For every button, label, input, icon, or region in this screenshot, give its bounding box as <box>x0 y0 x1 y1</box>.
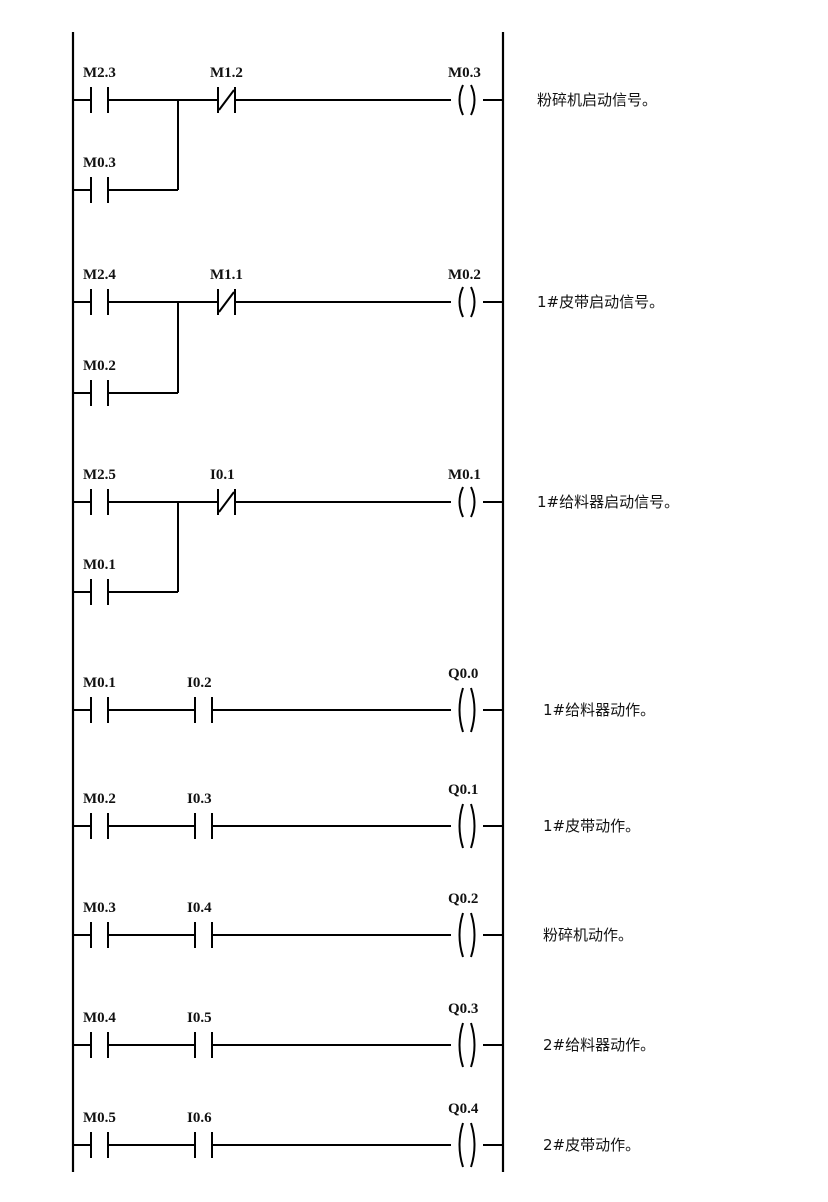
no-contact <box>90 813 109 839</box>
output-coil <box>458 803 476 849</box>
no-contact <box>194 697 213 723</box>
branch-contact <box>90 177 109 203</box>
contact-label: I0.5 <box>187 1010 212 1026</box>
no-contact <box>90 289 109 315</box>
coil-label: Q0.2 <box>448 891 478 907</box>
output-coil <box>458 486 476 518</box>
rung: M0.4 I0.5 Q0.3 2#给料器动作。 <box>73 1001 655 1068</box>
coil-left-arc <box>458 1022 464 1068</box>
contact-nc-slash <box>218 291 235 313</box>
coil-right-arc <box>470 1022 476 1068</box>
no-contact <box>194 813 213 839</box>
output-coil <box>458 912 476 958</box>
no-contact <box>194 922 213 948</box>
branch-contact <box>90 579 109 605</box>
contact-label: M1.2 <box>210 65 243 81</box>
output-coil <box>458 1122 476 1168</box>
rung: M0.3 I0.4 Q0.2 粉碎机动作。 <box>73 891 633 958</box>
coil-left-arc <box>458 486 464 518</box>
contact-label: M2.5 <box>83 467 116 483</box>
coil-right-arc <box>470 84 476 116</box>
contact-label: I0.1 <box>210 467 235 483</box>
rung-comment: 1#皮带动作。 <box>543 817 640 835</box>
nc-contact <box>217 289 236 315</box>
contact-label: I0.4 <box>187 900 212 916</box>
nc-contact <box>217 489 236 515</box>
output-coil <box>458 687 476 733</box>
coil-label: Q0.4 <box>448 1101 479 1117</box>
no-contact <box>90 1032 109 1058</box>
contact-label: I0.3 <box>187 791 212 807</box>
coil-left-arc <box>458 286 464 318</box>
contact-label: M0.4 <box>83 1010 116 1026</box>
rung-comment: 2#皮带动作。 <box>543 1136 640 1154</box>
rung-comment: 粉碎机动作。 <box>543 926 633 944</box>
coil-right-arc <box>470 912 476 958</box>
no-contact <box>90 922 109 948</box>
coil-label: M0.2 <box>448 267 481 283</box>
coil-label: M0.1 <box>448 467 481 483</box>
coil-right-arc <box>470 286 476 318</box>
branch-contact <box>90 380 109 406</box>
output-coil <box>458 84 476 116</box>
coil-left-arc <box>458 1122 464 1168</box>
no-contact <box>194 1132 213 1158</box>
rung-comment: 1#皮带启动信号。 <box>537 293 664 311</box>
nc-contact <box>217 87 236 113</box>
contact-label: M2.4 <box>83 267 116 283</box>
contact-label: I0.6 <box>187 1110 212 1126</box>
contact-label: M0.2 <box>83 791 116 807</box>
coil-label: Q0.1 <box>448 782 478 798</box>
contact-label: M0.1 <box>83 675 116 691</box>
coil-left-arc <box>458 912 464 958</box>
contact-nc-slash <box>218 491 235 513</box>
output-coil <box>458 286 476 318</box>
coil-left-arc <box>458 803 464 849</box>
coil-label: Q0.3 <box>448 1001 478 1017</box>
coil-right-arc <box>470 687 476 733</box>
contact-label: I0.2 <box>187 675 212 691</box>
rung-comment: 2#给料器动作。 <box>543 1036 655 1054</box>
no-contact <box>90 697 109 723</box>
contact-label: M0.5 <box>83 1110 116 1126</box>
coil-left-arc <box>458 84 464 116</box>
contact-nc-slash <box>218 89 235 111</box>
contact-label: M2.3 <box>83 65 116 81</box>
rung: M0.1 I0.2 Q0.0 1#给料器动作。 <box>73 666 655 733</box>
contact-label: M0.3 <box>83 155 116 171</box>
output-coil <box>458 1022 476 1068</box>
contact-label: M0.1 <box>83 557 116 573</box>
coil-right-arc <box>470 1122 476 1168</box>
coil-right-arc <box>470 803 476 849</box>
contact-label: M0.3 <box>83 900 116 916</box>
contact-label: M0.2 <box>83 358 116 374</box>
coil-left-arc <box>458 687 464 733</box>
rung-comment: 1#给料器动作。 <box>543 701 655 719</box>
no-contact <box>90 489 109 515</box>
coil-label: Q0.0 <box>448 666 478 682</box>
no-contact <box>194 1032 213 1058</box>
rung-comment: 1#给料器启动信号。 <box>537 493 679 511</box>
contact-label: M1.1 <box>210 267 243 283</box>
coil-label: M0.3 <box>448 65 481 81</box>
rung: M0.2 I0.3 Q0.1 1#皮带动作。 <box>73 782 640 849</box>
no-contact <box>90 87 109 113</box>
rung-comment: 粉碎机启动信号。 <box>537 91 657 109</box>
no-contact <box>90 1132 109 1158</box>
coil-right-arc <box>470 486 476 518</box>
rung: M0.5 I0.6 Q0.4 2#皮带动作。 <box>73 1101 640 1168</box>
